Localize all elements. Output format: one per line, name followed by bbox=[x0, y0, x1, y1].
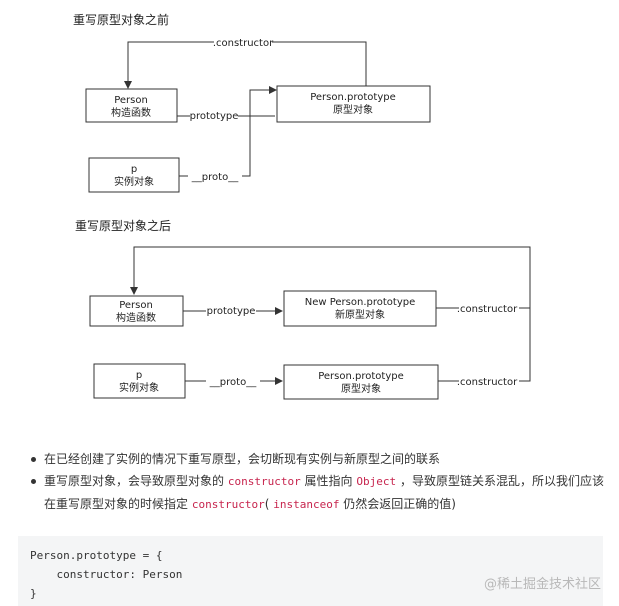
edge-label-before-prototype: prototype bbox=[190, 111, 239, 122]
diagram-after-title: 重写原型对象之后 bbox=[75, 219, 171, 233]
node-sublabel: 新原型对象 bbox=[335, 308, 385, 321]
edge-label-after-prototype: prototype bbox=[207, 306, 256, 317]
edge-label-after-proto: __proto__ bbox=[209, 377, 257, 388]
edge-label-before-constructor: .constructor bbox=[213, 38, 274, 49]
code-line-3: } bbox=[30, 587, 37, 600]
node-after-person-constructor: Person 构造函数 bbox=[89, 295, 184, 327]
node-label: Person bbox=[119, 300, 153, 311]
edge-before-proto bbox=[179, 86, 277, 177]
node-label: New Person.prototype bbox=[305, 297, 416, 308]
note-item-1: 在已经创建了实例的情况下重写原型，会切断现有实例与新原型之间的联系 bbox=[30, 448, 608, 470]
node-label: p bbox=[131, 164, 137, 175]
inline-code-constructor-2: constructor bbox=[191, 498, 265, 511]
diagram-before-title: 重写原型对象之前 bbox=[73, 12, 169, 27]
node-sublabel: 构造函数 bbox=[116, 311, 156, 324]
node-label: p bbox=[136, 370, 142, 381]
node-sublabel: 原型对象 bbox=[333, 103, 373, 116]
node-sublabel: 实例对象 bbox=[119, 381, 159, 394]
node-before-instance-p: p 实例对象 bbox=[88, 157, 180, 193]
note-text-3: ，导致原型链关系混乱，所以我们应该在重写原型对象的时候指定 bbox=[44, 474, 604, 511]
node-sublabel: 原型对象 bbox=[341, 382, 381, 395]
code-block: Person.prototype = { constructor: Person… bbox=[18, 536, 603, 606]
note-text-4: ( bbox=[264, 497, 270, 511]
node-label: Person.prototype bbox=[318, 371, 404, 382]
prototype-diagram: 重写原型对象之前 .constructor prototype __proto_… bbox=[73, 12, 531, 400]
edge-label-after-constructor-old: .constructor bbox=[457, 377, 518, 388]
node-before-person-constructor: Person 构造函数 bbox=[85, 88, 178, 123]
node-sublabel: 实例对象 bbox=[114, 175, 154, 188]
edge-label-after-constructor-new: .constructor bbox=[457, 304, 518, 315]
node-sublabel: 构造函数 bbox=[111, 106, 151, 119]
note-text-1: 重写原型对象，会导致原型对象的 bbox=[44, 474, 225, 488]
node-after-instance-p: p 实例对象 bbox=[93, 363, 186, 399]
code-line-1: Person.prototype = { bbox=[30, 549, 163, 562]
watermark: @稀土掘金技术社区 bbox=[483, 577, 601, 592]
inline-code-constructor: constructor bbox=[227, 475, 301, 488]
node-after-new-prototype: New Person.prototype 新原型对象 bbox=[283, 290, 437, 327]
note-text: 在已经创建了实例的情况下重写原型，会切断现有实例与新原型之间的联系 bbox=[44, 452, 441, 466]
node-after-old-prototype: Person.prototype 原型对象 bbox=[283, 364, 439, 400]
node-label: Person.prototype bbox=[310, 92, 396, 103]
inline-code-instanceof: instanceof bbox=[273, 498, 340, 511]
edge-label-before-proto: __proto__ bbox=[191, 172, 239, 183]
note-text-5: 仍然会返回正确的值) bbox=[343, 497, 456, 511]
notes-list: 在已经创建了实例的情况下重写原型，会切断现有实例与新原型之间的联系 重写原型对象… bbox=[30, 448, 608, 516]
node-label: Person bbox=[114, 95, 148, 106]
note-item-2: 重写原型对象，会导致原型对象的 constructor 属性指向 Object … bbox=[30, 470, 608, 516]
code-line-2: constructor: Person bbox=[30, 568, 183, 581]
inline-code-object: Object bbox=[356, 475, 397, 488]
note-text-2: 属性指向 bbox=[304, 474, 353, 488]
edge-after-constructor-old bbox=[438, 308, 531, 382]
node-before-person-prototype: Person.prototype 原型对象 bbox=[276, 85, 431, 123]
